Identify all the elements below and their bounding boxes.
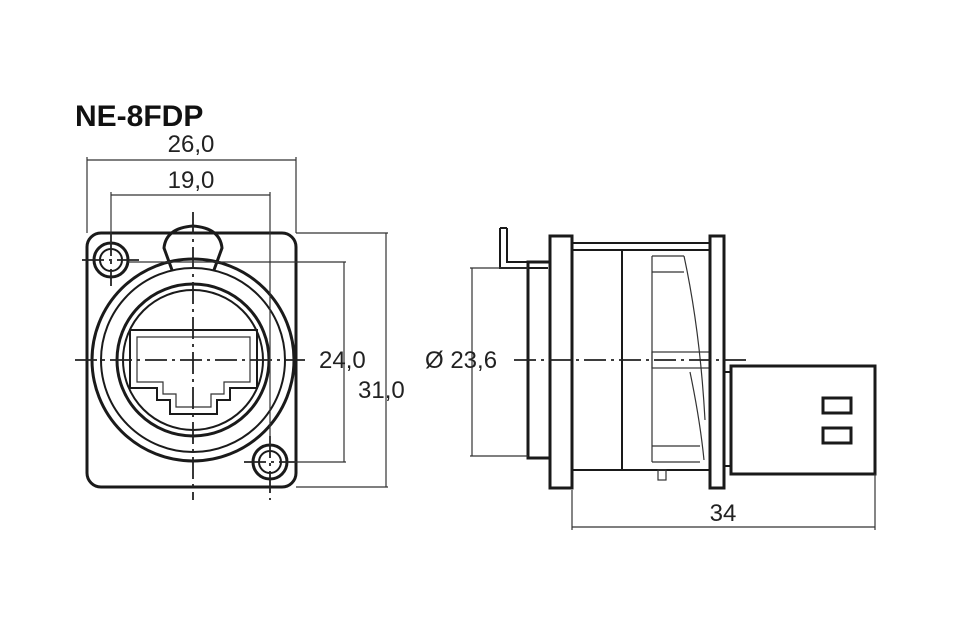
plug-contact-top: [821, 396, 853, 415]
latch-curve-2: [689, 371, 705, 461]
front-view: 26,0 19,0 24,0 31,0: [75, 131, 405, 500]
dim-diameter: Ø 23,6: [425, 347, 497, 374]
dim-depth: 34: [710, 500, 737, 527]
dim-height-holes: 24,0: [319, 347, 366, 374]
bottom-pin: [657, 469, 667, 481]
plug-contact-bottom: [821, 426, 853, 445]
latch-curve: [683, 255, 706, 421]
rear-plug-body: [729, 364, 877, 476]
side-view: Ø 23,6 34: [425, 227, 877, 530]
dim-width-inner: 19,0: [168, 167, 215, 194]
dim-height-outer: 31,0: [358, 377, 405, 404]
rj45-socket-inner: [136, 336, 251, 408]
side-front-flange: [548, 234, 574, 490]
dim-width-outer: 26,0: [168, 131, 215, 158]
rj45-socket-outline: [129, 329, 258, 415]
solder-tab-inner: [506, 228, 548, 263]
side-rear-flange: [708, 234, 726, 490]
model-title: NE-8FDP: [75, 100, 203, 133]
